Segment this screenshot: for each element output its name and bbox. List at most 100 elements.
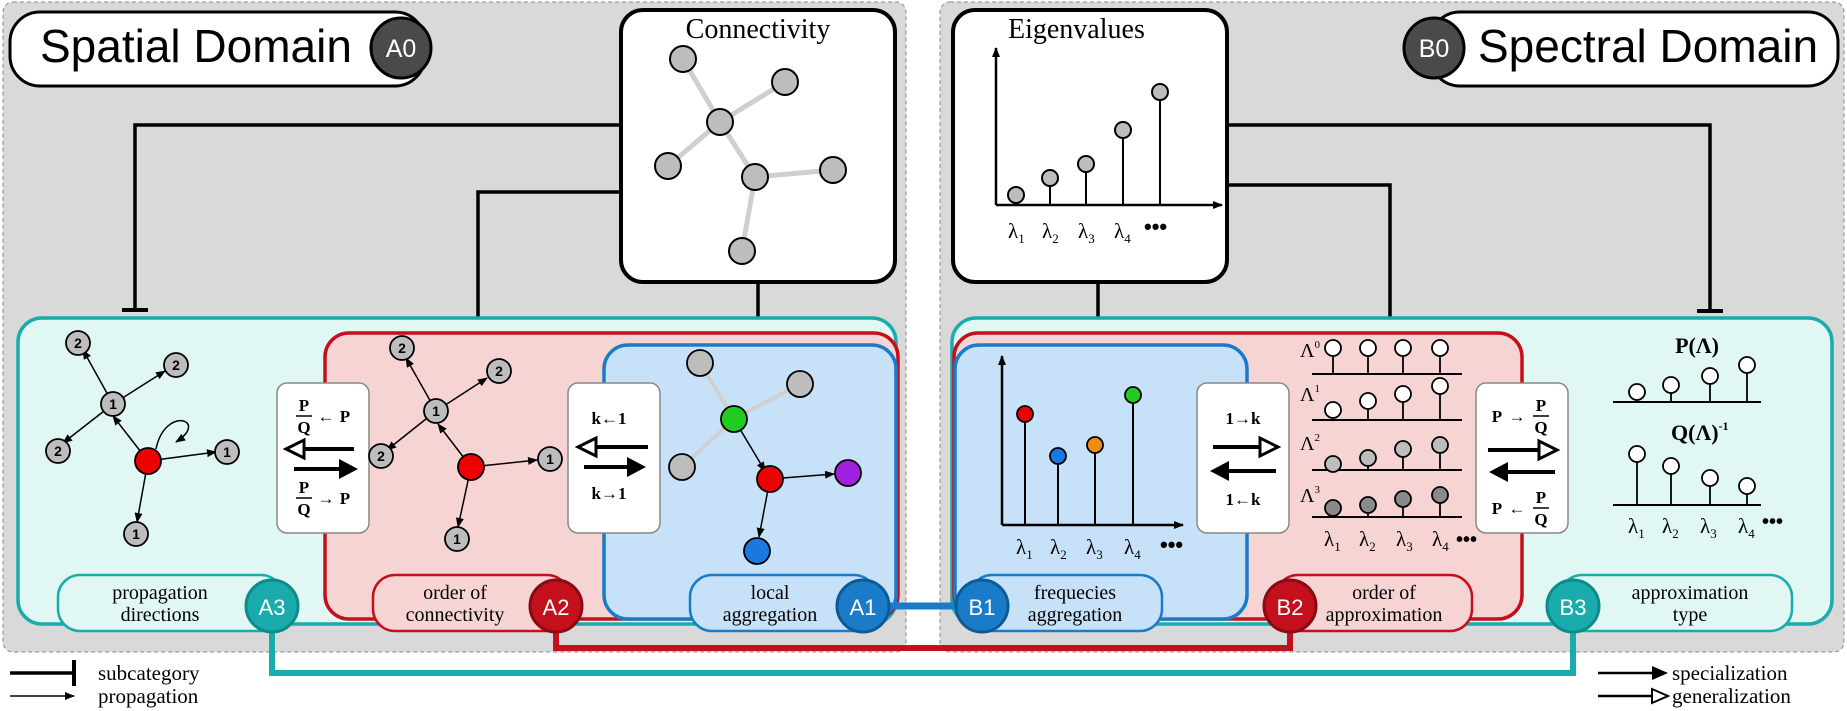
svg-text:λ3: λ3 — [1396, 527, 1413, 554]
svg-text:B1: B1 — [969, 595, 996, 620]
svg-text:λ3: λ3 — [1700, 514, 1717, 541]
svg-text:P: P — [1492, 499, 1502, 518]
svg-text:λ1: λ1 — [1628, 514, 1645, 541]
svg-text:λ4: λ4 — [1738, 514, 1755, 541]
graph-node — [706, 108, 734, 136]
p-pq-transition-box: P → P Q P ← P Q — [1475, 382, 1569, 534]
svg-text:order of: order of — [1352, 582, 1416, 604]
svg-text:Q: Q — [1534, 510, 1547, 529]
pq-transition-box: P Q ← P P Q → P — [276, 382, 370, 534]
svg-text:aggregation: aggregation — [723, 604, 817, 626]
svg-text:order of: order of — [423, 582, 487, 604]
connectivity-order-graph: 2 2 1 2 1 1 — [368, 335, 563, 552]
svg-text:local: local — [751, 582, 790, 604]
svg-text:k←1: k←1 — [592, 409, 627, 428]
graph-node — [669, 45, 697, 73]
a3-label-pill: propagation directions A3 — [56, 573, 300, 634]
svg-text:subcategory: subcategory — [98, 661, 200, 685]
svg-text:P: P — [299, 396, 309, 415]
graph-node — [819, 156, 847, 184]
svg-text:type: type — [1673, 604, 1708, 626]
svg-text:propagation: propagation — [98, 684, 199, 708]
svg-text:P: P — [299, 478, 309, 497]
spatial-title: Spatial Domain — [40, 20, 352, 72]
svg-text:P: P — [340, 489, 350, 508]
svg-text:Λ2: Λ2 — [1300, 432, 1320, 455]
spectral-title: Spectral Domain — [1478, 20, 1818, 72]
svg-text:2: 2 — [398, 340, 406, 356]
svg-text:P: P — [1536, 488, 1546, 507]
eigen-title: Eigenvalues — [1008, 14, 1145, 45]
one-k-transition-box: 1→k 1←k — [1196, 382, 1290, 534]
connectivity-title: Connectivity — [686, 14, 831, 45]
spatial-title-pill: Spatial Domain A0 — [8, 10, 433, 88]
svg-text:2: 2 — [172, 357, 180, 373]
svg-text:connectivity: connectivity — [406, 604, 505, 626]
svg-text:1: 1 — [223, 444, 231, 460]
svg-text:Λ3: Λ3 — [1300, 484, 1321, 507]
b3-label-pill: approximation type B3 — [1545, 573, 1794, 634]
svg-text:2: 2 — [377, 448, 385, 464]
directions-graph: 2 2 1 2 1 1 — [45, 330, 240, 547]
svg-text:A3: A3 — [259, 595, 286, 620]
a2-b2-link — [553, 632, 1293, 651]
svg-text:B3: B3 — [1560, 595, 1587, 620]
a2-label-pill: order of connectivity A2 — [371, 573, 584, 634]
svg-text:B2: B2 — [1277, 595, 1304, 620]
svg-text:λ1: λ1 — [1008, 219, 1025, 246]
spectral-badge — [1402, 16, 1466, 80]
svg-text:1: 1 — [453, 531, 461, 547]
svg-text:•••: ••• — [1762, 511, 1783, 533]
svg-text:Q: Q — [1534, 418, 1547, 437]
svg-text:λ1: λ1 — [1324, 527, 1341, 554]
k-transition-box: k←1 k→1 — [567, 382, 661, 534]
svg-text:1: 1 — [546, 451, 554, 467]
svg-text:←: ← — [318, 407, 335, 426]
svg-text:λ1: λ1 — [1016, 535, 1033, 562]
lambda-powers-plot: Λ0 Λ1 Λ2 Λ3 λ1 λ2 λ3 λ4 • — [1300, 339, 1477, 554]
spatial-badge — [369, 16, 433, 80]
svg-text:λ2: λ2 — [1359, 527, 1376, 554]
spatial-badge-label: A0 — [386, 35, 417, 63]
svg-text:Λ1: Λ1 — [1300, 383, 1320, 406]
svg-text:specialization: specialization — [1672, 661, 1788, 685]
svg-text:λ2: λ2 — [1042, 219, 1059, 246]
local-aggregation-graph — [668, 349, 862, 565]
legend-left: subcategory propagation — [10, 660, 200, 708]
b1-label-pill: frequecies aggregation B1 — [954, 573, 1164, 634]
legend-right: specialization generalization — [1598, 661, 1791, 708]
svg-text:1: 1 — [109, 396, 117, 412]
svg-text:frequecies: frequecies — [1034, 582, 1116, 604]
svg-text:λ2: λ2 — [1662, 514, 1679, 541]
svg-text:P: P — [1492, 407, 1502, 426]
svg-text:P: P — [340, 407, 350, 426]
svg-text:Q(Λ)-1: Q(Λ)-1 — [1671, 419, 1729, 445]
svg-text:1: 1 — [132, 526, 140, 542]
svg-text:→: → — [1509, 407, 1526, 426]
svg-text:P(Λ): P(Λ) — [1675, 333, 1719, 358]
svg-text:•••: ••• — [1160, 532, 1183, 557]
svg-text:A1: A1 — [850, 595, 877, 620]
svg-text:generalization: generalization — [1672, 684, 1791, 708]
svg-text:k→1: k→1 — [592, 484, 627, 503]
b2-label-pill: order of approximation B2 — [1262, 573, 1474, 634]
svg-text:2: 2 — [54, 443, 62, 459]
svg-text:1: 1 — [432, 403, 440, 419]
a3-b3-link — [269, 632, 1576, 676]
svg-text:λ3: λ3 — [1086, 535, 1103, 562]
svg-text:aggregation: aggregation — [1028, 604, 1122, 626]
svg-text:•••: ••• — [1144, 214, 1167, 239]
graph-node — [728, 237, 756, 265]
approx-type-plot: P(Λ) Q(Λ)-1 λ1 λ2 λ3 λ4 ••• — [1613, 333, 1783, 541]
svg-text:directions: directions — [121, 604, 200, 626]
svg-text:λ4: λ4 — [1124, 535, 1141, 562]
svg-text:approximation: approximation — [1326, 604, 1443, 626]
svg-text:λ4: λ4 — [1432, 527, 1449, 554]
svg-text:Q: Q — [297, 500, 310, 519]
svg-text:2: 2 — [495, 363, 503, 379]
svg-text:λ3: λ3 — [1078, 219, 1095, 246]
svg-text:1→k: 1→k — [1226, 409, 1262, 428]
graph-node — [654, 152, 682, 180]
svg-text:1←k: 1←k — [1226, 490, 1262, 509]
svg-text:P: P — [1536, 396, 1546, 415]
